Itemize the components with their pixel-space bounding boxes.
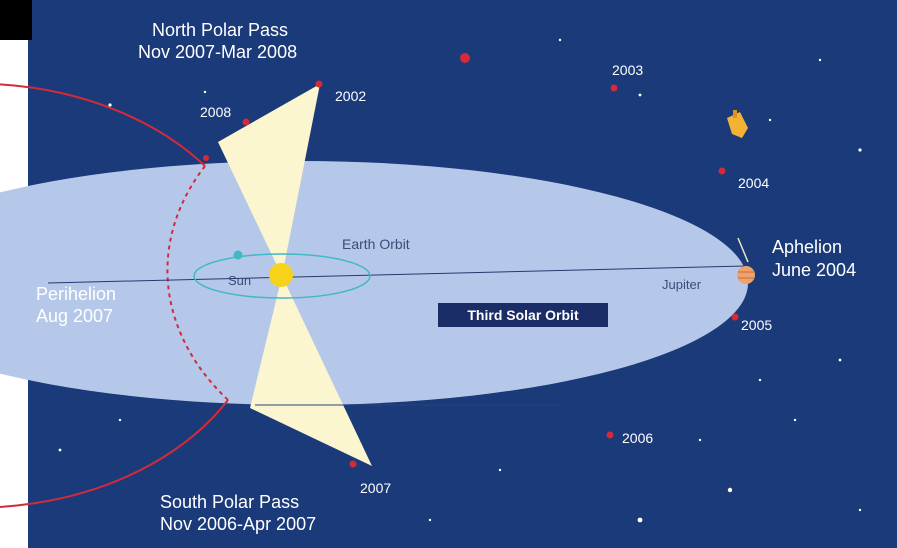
ulysses-orbit-solid [0,83,229,508]
earth-orbit-label: Earth Orbit [342,236,410,252]
north-pass-title: North Polar Pass [152,20,288,40]
star [793,418,797,422]
top-left-corner-block [0,0,32,40]
aphelion-date: June 2004 [772,260,856,280]
star [698,438,702,442]
aphelion-title: Aphelion [772,237,842,257]
star [498,468,502,472]
south-pass-title: South Polar Pass [160,492,299,512]
year-label-2006: 2006 [622,430,653,446]
year-label-2008: 2008 [200,104,231,120]
marker-2005 [731,313,739,321]
year-markers [203,53,739,468]
star [558,38,562,42]
north-polar-pass-cone [218,84,320,276]
marker-2007 [349,460,357,468]
star [638,93,642,97]
star-field [58,38,862,523]
marker-2008 [242,118,250,126]
south-pass-dates: Nov 2006-Apr 2007 [160,514,316,534]
star [203,90,207,94]
star [727,487,733,493]
star [118,418,122,422]
perihelion-date: Aug 2007 [36,306,113,326]
year-label-2003: 2003 [612,62,643,78]
marker-dashed-start [203,155,209,161]
marker-2003 [610,84,618,92]
marker-2002 [315,80,323,88]
apsidal-line [47,265,746,284]
perihelion-title: Perihelion [36,284,116,304]
year-label-2005: 2005 [741,317,772,333]
jupiter-icon [737,266,755,284]
star [58,448,62,452]
third-orbit-label-box [438,303,608,327]
year-label-2004: 2004 [738,175,769,191]
earth-icon [233,250,243,260]
south-polar-pass-cone [250,276,372,466]
star [858,148,862,152]
star [768,118,772,122]
sun-label: Sun [228,273,251,288]
aphelion-edge-marker [737,237,749,263]
sun-icon [269,263,293,287]
ulysses-orbit-dashed [166,165,229,401]
star [858,508,862,512]
jupiter-orbit-plane [0,161,748,405]
jupiter-label: Jupiter [662,277,702,292]
year-label-2007: 2007 [360,480,391,496]
star [637,517,643,523]
ulysses-spacecraft-icon [727,110,748,138]
north-pass-dates: Nov 2007-Mar 2008 [138,42,297,62]
marker-top [460,53,470,63]
marker-2006 [606,431,614,439]
year-label-2002: 2002 [335,88,366,104]
marker-2004 [718,167,726,175]
earth-orbit [193,253,371,299]
star [758,378,762,382]
star [428,518,432,522]
star [838,358,842,362]
star [108,103,112,107]
star [818,58,822,62]
third-orbit-label: Third Solar Orbit [467,307,579,323]
